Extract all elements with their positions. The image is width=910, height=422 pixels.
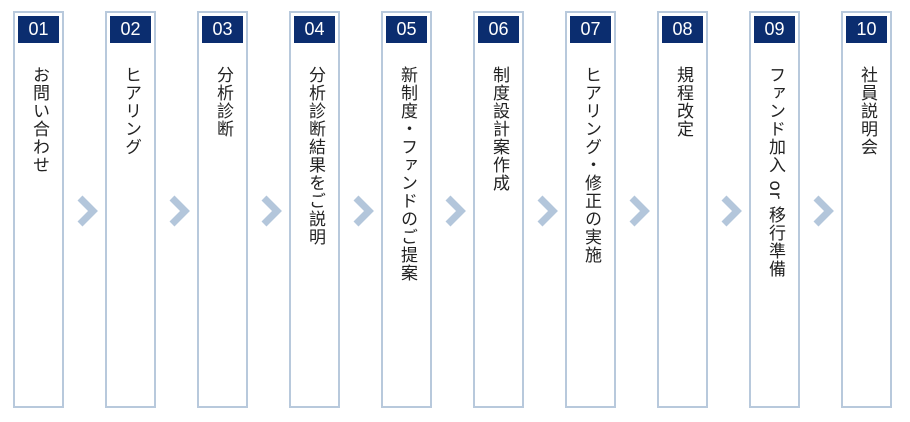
step-03: 03 分析診断: [197, 11, 248, 408]
step-label: 分析診断結果をご説明: [305, 66, 325, 246]
step-label: 規程改定: [673, 66, 693, 138]
step-06: 06 制度設計案作成: [473, 11, 524, 408]
step-number: 10: [846, 16, 887, 43]
chevron-right-icon: [167, 194, 193, 228]
step-label: ヒアリング: [121, 66, 141, 156]
chevron-right-icon: [443, 194, 469, 228]
chevron-right-icon: [535, 194, 561, 228]
chevron-right-icon: [811, 194, 837, 228]
chevron-right-icon: [351, 194, 377, 228]
chevron-right-icon: [259, 194, 285, 228]
step-number: 03: [202, 16, 243, 43]
chevron-right-icon: [75, 194, 101, 228]
step-label: 新制度・ファンドのご提案: [397, 66, 417, 282]
step-label: 社員説明会: [857, 66, 877, 156]
step-number: 08: [662, 16, 703, 43]
step-number: 02: [110, 16, 151, 43]
step-07: 07 ヒアリング・修正の実施: [565, 11, 616, 408]
step-10: 10 社員説明会: [841, 11, 892, 408]
step-01: 01 お問い合わせ: [13, 11, 64, 408]
step-label: お問い合わせ: [29, 66, 49, 174]
step-05: 05 新制度・ファンドのご提案: [381, 11, 432, 408]
step-02: 02 ヒアリング: [105, 11, 156, 408]
step-08: 08 規程改定: [657, 11, 708, 408]
step-label: 制度設計案作成: [489, 66, 509, 192]
step-09: 09 ファンド加入 or 移行準備: [749, 11, 800, 408]
step-label: ファンド加入 or 移行準備: [765, 66, 785, 279]
step-label: ヒアリング・修正の実施: [581, 66, 601, 264]
step-number: 06: [478, 16, 519, 43]
step-label: 分析診断: [213, 66, 233, 138]
chevron-right-icon: [627, 194, 653, 228]
step-number: 04: [294, 16, 335, 43]
step-number: 05: [386, 16, 427, 43]
step-number: 01: [18, 16, 59, 43]
chevron-right-icon: [719, 194, 745, 228]
step-number: 07: [570, 16, 611, 43]
step-number: 09: [754, 16, 795, 43]
step-04: 04 分析診断結果をご説明: [289, 11, 340, 408]
